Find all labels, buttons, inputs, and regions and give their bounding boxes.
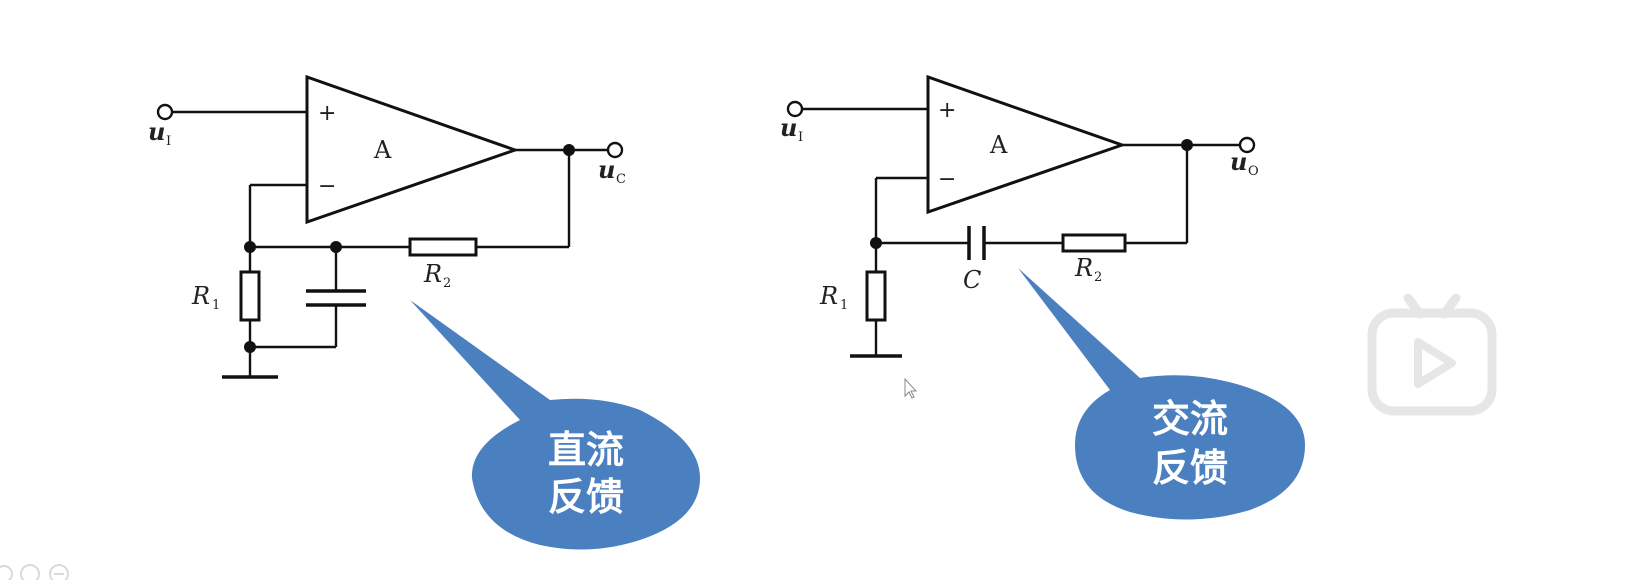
left-r2-resistor	[408, 237, 478, 257]
right-r2-sub: 2	[1094, 270, 1102, 285]
left-node-a	[244, 241, 256, 253]
zoom-controls-icon[interactable]	[0, 564, 69, 580]
right-input-terminal	[786, 100, 804, 118]
left-input-sub: I	[166, 134, 171, 149]
right-r1-label: R	[819, 282, 838, 310]
left-output-label: u	[598, 155, 615, 184]
left-r1-sub: 1	[212, 298, 220, 313]
left-input-label: u	[148, 117, 165, 146]
right-plus-sign: +	[938, 98, 956, 123]
left-output-terminal	[606, 141, 624, 159]
right-callout: 交流 反馈	[1018, 268, 1305, 520]
right-input-sub: I	[798, 130, 803, 145]
right-r1-resistor	[865, 270, 887, 322]
left-r1-resistor	[239, 270, 261, 322]
right-output-sub: O	[1248, 164, 1259, 179]
right-callout-line1: 交流	[1152, 397, 1228, 441]
left-callout-line1: 直流	[548, 428, 624, 472]
right-circuit: + − A u I u O R 1 C R 2	[780, 74, 1259, 358]
right-output-label: u	[1230, 147, 1247, 176]
right-callout-line2: 反馈	[1152, 446, 1228, 490]
left-callout-line2: 反馈	[548, 475, 624, 519]
right-c-label: C	[963, 266, 981, 294]
left-r2-label: R	[423, 260, 442, 288]
left-opamp	[305, 74, 520, 225]
right-amp-label: A	[989, 131, 1008, 159]
right-callout-bubble	[1018, 268, 1305, 520]
right-r2-resistor	[1061, 233, 1127, 253]
bilibili-play-icon[interactable]	[1367, 293, 1497, 416]
left-callout-bubble	[410, 300, 700, 550]
mouse-cursor-icon	[904, 377, 918, 399]
left-r2-sub: 2	[443, 276, 451, 291]
left-circuit: + − A u I u C R 1 R 2	[148, 74, 626, 379]
left-r1-label: R	[191, 282, 210, 310]
right-output-terminal	[1238, 136, 1256, 154]
left-callout: 直流 反馈	[410, 300, 700, 550]
right-node-a	[870, 237, 882, 249]
left-output-sub: C	[616, 172, 626, 187]
right-opamp	[926, 74, 1127, 215]
left-minus-sign: −	[318, 174, 336, 199]
left-plus-sign: +	[318, 101, 336, 126]
right-r1-sub: 1	[840, 298, 848, 313]
right-minus-sign: −	[938, 167, 956, 192]
right-r2-label: R	[1074, 254, 1093, 282]
left-input-terminal	[156, 103, 174, 121]
right-input-label: u	[780, 113, 797, 142]
left-amp-label: A	[373, 136, 392, 164]
